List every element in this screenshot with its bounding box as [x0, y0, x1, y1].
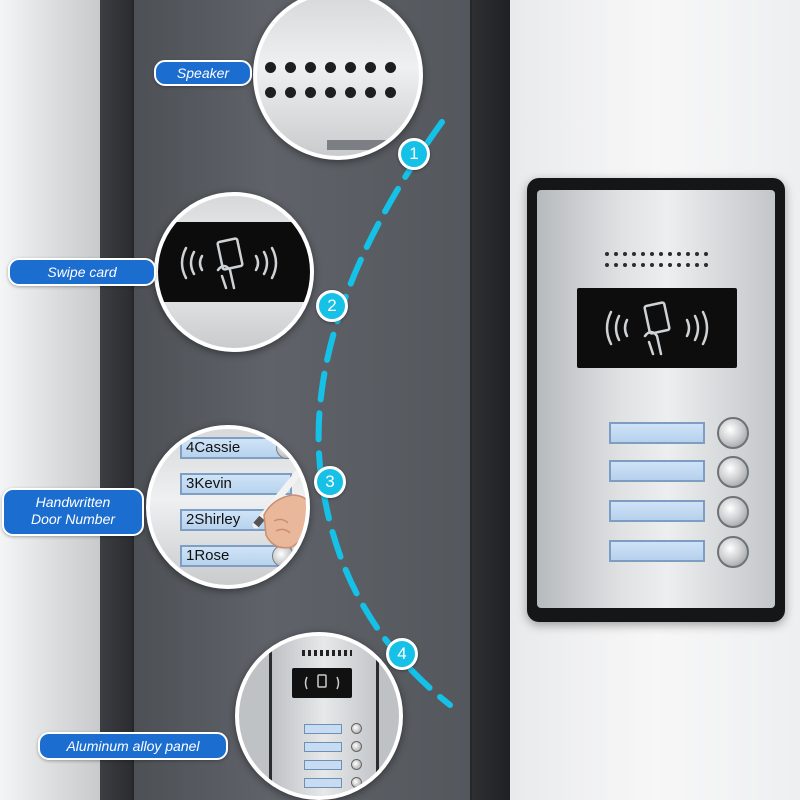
- mini-card-reader: [292, 668, 352, 698]
- product-name-plate: [609, 500, 705, 522]
- door-number-zoom: 4Cassie 3Kevin 2Shirley 1Rose: [146, 425, 310, 589]
- mini-name-plate: [304, 760, 342, 770]
- call-button: [276, 437, 298, 459]
- mini-call-button: [351, 777, 362, 788]
- speaker-grill: [265, 62, 419, 98]
- card-reader-panel: [158, 222, 310, 302]
- product-call-button: [717, 536, 749, 568]
- product-call-button: [717, 417, 749, 449]
- rfid-card-icon: [304, 674, 340, 690]
- mini-name-plate: [304, 742, 342, 752]
- step-badge-3: 3: [314, 466, 346, 498]
- product-call-button: [717, 496, 749, 528]
- rfid-card-icon: [605, 301, 709, 356]
- product-card-reader: [577, 288, 737, 368]
- speaker-bar: [327, 140, 397, 150]
- product-name-plate: [609, 422, 705, 444]
- mini-speaker-grill: [302, 650, 352, 656]
- pen-hand-icon: [252, 467, 306, 549]
- step-badge-2: 2: [316, 290, 348, 322]
- product-speaker-grill: [605, 252, 713, 268]
- product-name-plate: [609, 540, 705, 562]
- mini-call-button: [351, 741, 362, 752]
- callout-aluminum-panel: Aluminum alloy panel: [38, 732, 228, 760]
- mini-name-plate: [304, 724, 342, 734]
- product-name-plate: [609, 460, 705, 482]
- callout-swipe-card: Swipe card: [8, 258, 156, 286]
- mini-name-plate: [304, 778, 342, 788]
- product-call-button: [717, 456, 749, 488]
- mini-call-button: [351, 759, 362, 770]
- name-plate: 4Cassie: [180, 437, 292, 459]
- door-frame-edge: [472, 0, 510, 800]
- intercom-face: [537, 190, 775, 608]
- mini-panel: [269, 636, 379, 796]
- name-plate: 2Shirley: [180, 509, 292, 531]
- aluminum-panel-zoom: [235, 632, 403, 800]
- wall-left: [0, 0, 100, 800]
- speaker-zoom: [253, 0, 423, 160]
- step-badge-1: 1: [398, 138, 430, 170]
- callout-speaker: Speaker: [154, 60, 252, 86]
- rfid-card-icon: [180, 237, 278, 290]
- step-badge-4: 4: [386, 638, 418, 670]
- intercom-product: [527, 178, 785, 622]
- name-plate: 1Rose: [180, 545, 292, 567]
- mini-call-button: [351, 723, 362, 734]
- card-reader-zoom: [154, 192, 314, 352]
- callout-handwritten-door-number: Handwritten Door Number: [2, 488, 144, 536]
